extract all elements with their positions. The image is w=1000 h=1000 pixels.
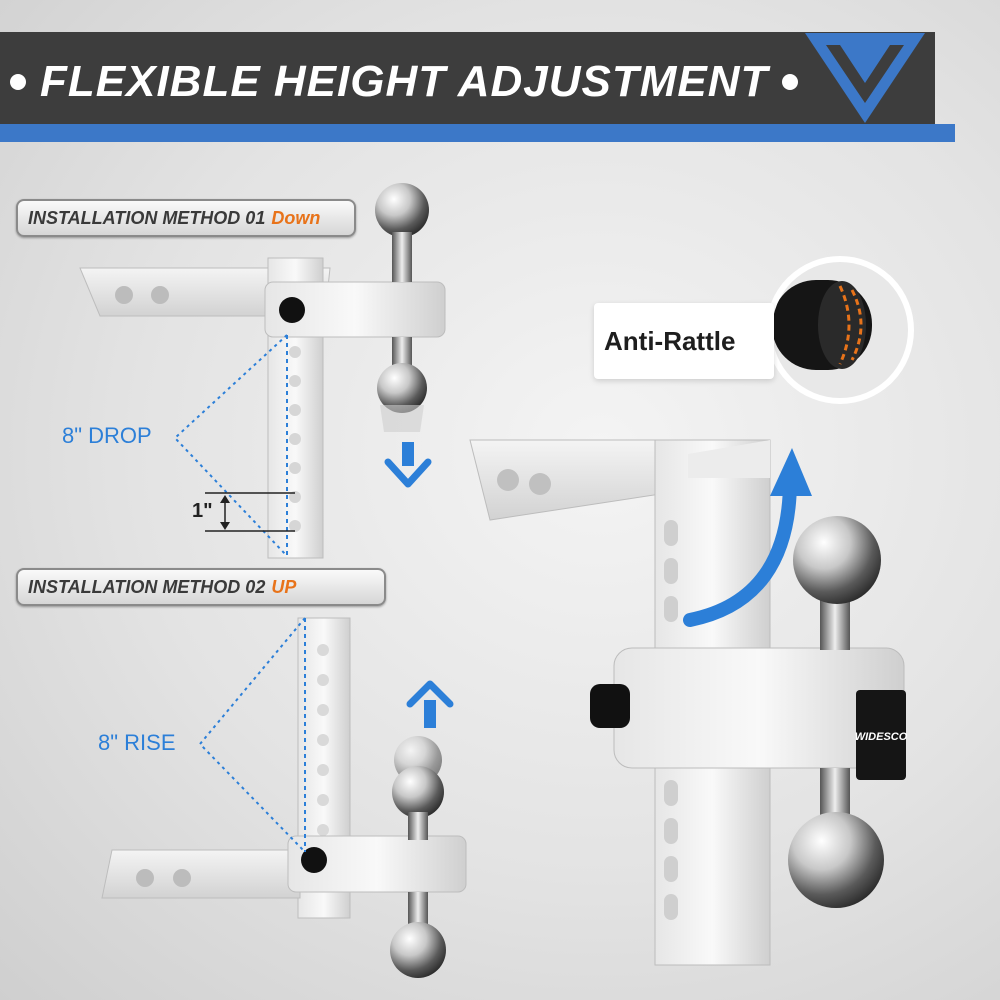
bullet-dot-icon xyxy=(782,74,799,90)
v-chevron-logo-icon xyxy=(805,33,925,123)
anti-rattle-text: Anti-Rattle xyxy=(604,325,736,356)
hitch-up-illustration xyxy=(101,617,467,978)
arrow-down-icon xyxy=(384,442,432,488)
drop-measurement-label: 8" DROP xyxy=(62,423,152,448)
method-up-direction: UP xyxy=(271,576,297,597)
step-measurement-label: 1" xyxy=(192,500,213,522)
banner-accent-stripe xyxy=(0,124,955,142)
hitch-product-render: WIDESCO xyxy=(469,439,908,966)
installation-method-down-label: INSTALLATION METHOD 01 Down xyxy=(16,199,356,237)
rise-measurement-label: 8" RISE xyxy=(98,730,176,755)
method-up-label-text: INSTALLATION METHOD 02 xyxy=(28,576,266,597)
hitch-down-illustration xyxy=(79,183,446,559)
curved-arrow-up-icon xyxy=(683,448,812,627)
product-badge-text: WIDESCO xyxy=(855,731,908,743)
method-down-label-text: INSTALLATION METHOD 01 xyxy=(28,207,266,228)
anti-rattle-zoom-icon xyxy=(766,256,914,404)
title-banner xyxy=(0,32,935,124)
anti-rattle-callout: Anti-Rattle xyxy=(594,303,774,379)
banner-title: FLEXIBLE HEIGHT ADJUSTMENT xyxy=(10,52,810,112)
installation-method-up-label: INSTALLATION METHOD 02 UP xyxy=(16,568,386,606)
method-down-direction: Down xyxy=(271,207,321,228)
banner-title-text: FLEXIBLE HEIGHT ADJUSTMENT xyxy=(40,57,769,106)
bullet-dot-icon xyxy=(10,74,26,90)
arrow-up-icon xyxy=(406,680,454,728)
